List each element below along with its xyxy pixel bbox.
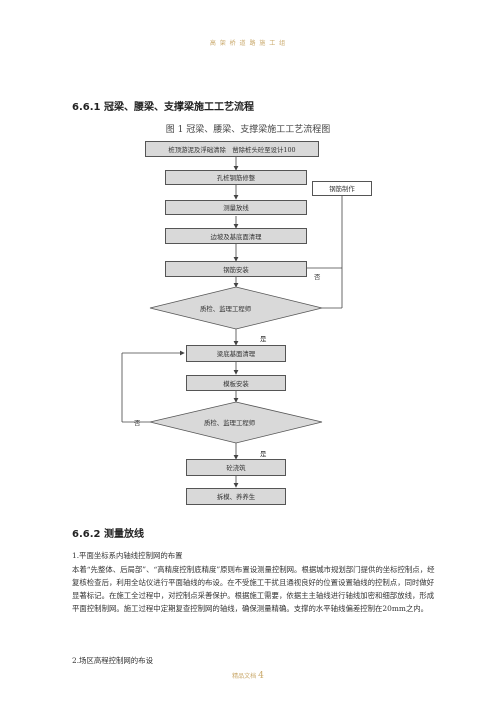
branch-yes-2: 是: [260, 450, 267, 458]
section-title-6-6-2: 6.6.2 测量放线: [72, 529, 144, 540]
flow-step-formwork: 模板安装: [186, 375, 286, 391]
flow-step-top: 桩顶游泥及浮础清除 凿除桩头砼至设计100: [145, 141, 319, 157]
flow-step-survey: 测量放线: [165, 200, 307, 215]
branch-no-1: 否: [314, 273, 321, 281]
page-number: 4: [258, 671, 264, 681]
item2-title: 2.场区高程控制网的布设: [72, 656, 153, 665]
flow-step-pile-rebar: 孔桩钢筋修整: [165, 170, 307, 185]
item1-title: 1.平面坐标系内轴线控制网的布置: [72, 551, 183, 560]
footer-text: 精品文档: [232, 673, 257, 680]
flow-step-strip: 拆模、养养生: [186, 488, 286, 505]
page-footer: 精品文档 4: [0, 671, 496, 681]
section-title-6-6-1: 6.6.1 冠梁、腰梁、支撑梁施工工艺流程: [72, 102, 254, 113]
flow-step-rebar-make: 钢筋制作: [312, 181, 372, 196]
flow-step-edge-clean: 边坡及基底面清理: [165, 228, 307, 244]
decision-diamond-1: [149, 286, 323, 330]
page-header: 高 架 桥 道 路 施 工 组: [209, 40, 287, 47]
branch-no-2: 否: [134, 419, 141, 427]
flow-step-pour: 砼浇筑: [186, 459, 286, 476]
flow-step-beam-clean: 梁底基面清理: [186, 345, 286, 362]
branch-yes-1: 是: [260, 335, 267, 343]
decision-label-2: 质检、监理工程师: [204, 419, 256, 427]
flow-step-rebar-install: 钢筋安装: [165, 261, 307, 277]
decision-diamond-2: [149, 401, 323, 444]
decision-label-1: 质检、监理工程师: [200, 305, 252, 313]
figure-caption: 图 1 冠梁、腰梁、支撑梁施工工艺流程图: [165, 125, 331, 135]
item1-paragraph: 本着“先整体、后局部”、“高精度控制底精度”原则布置设测量控制网。根据城市规划部…: [72, 565, 435, 613]
